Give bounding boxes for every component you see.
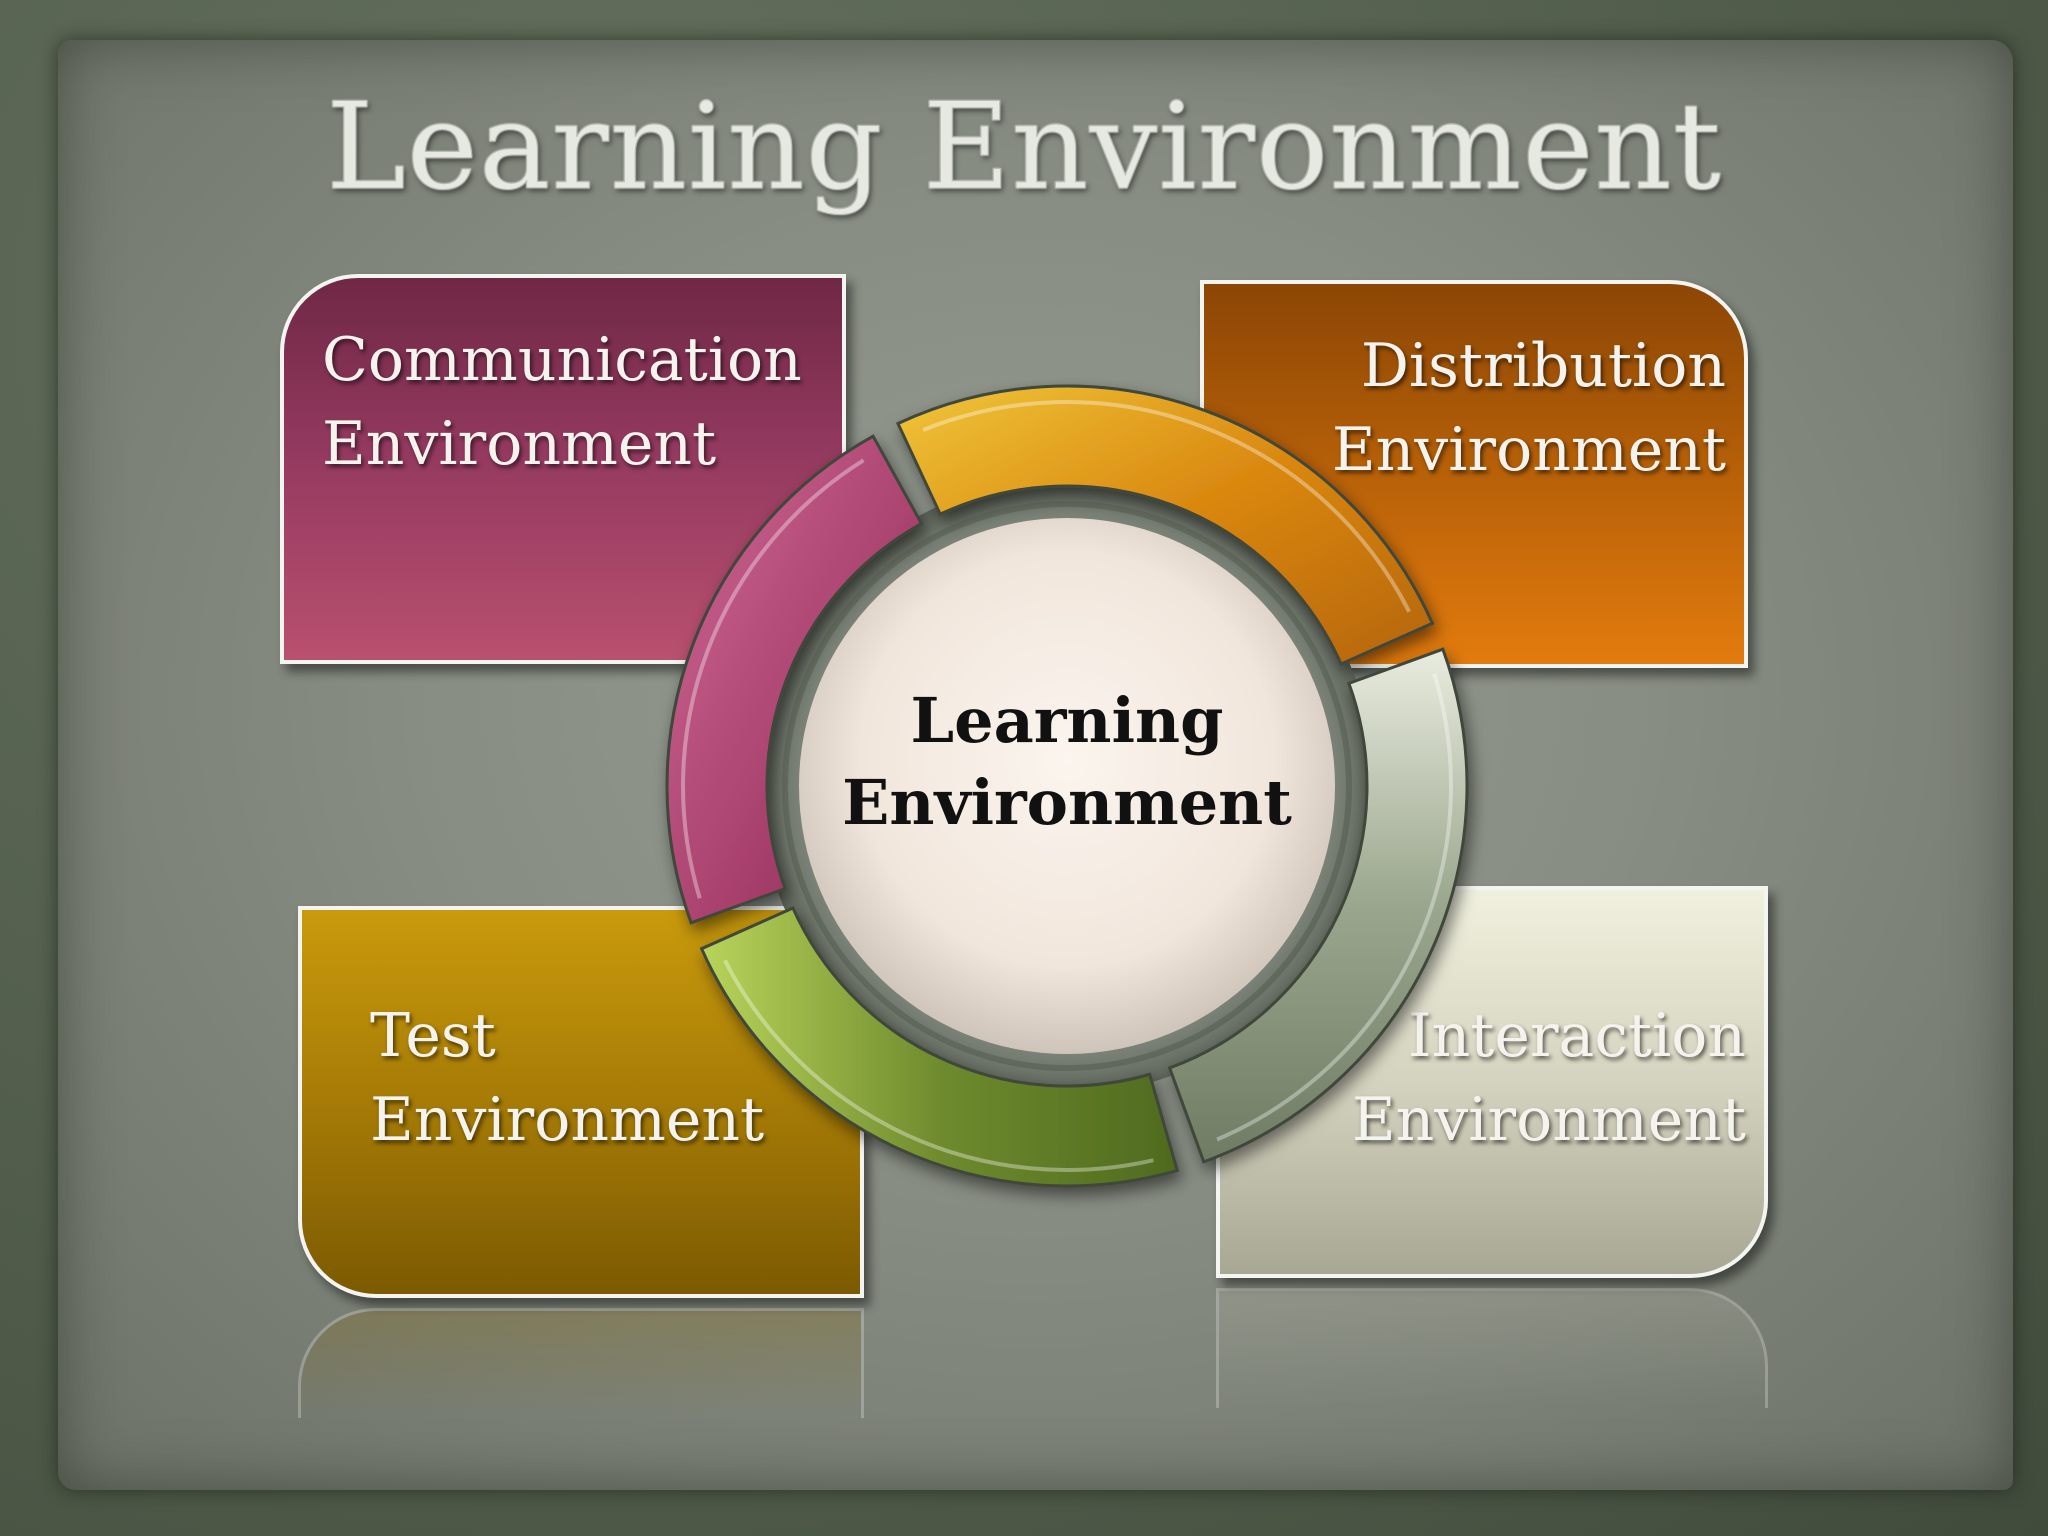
test-box-label: Test Environment — [370, 994, 764, 1162]
interaction-label-line1: Interaction — [1407, 1001, 1746, 1071]
communication-label-line2: Environment — [322, 409, 717, 479]
slide-title: Learning Environment — [326, 78, 1722, 218]
test-label-line1: Test — [370, 1001, 496, 1071]
interaction-box-label: Interaction Environment — [1352, 994, 1746, 1162]
test-label-line2: Environment — [370, 1085, 765, 1155]
distribution-environment-box: Distribution Environment — [1200, 280, 1748, 668]
distribution-label-line2: Environment — [1331, 415, 1726, 485]
communication-label-line1: Communication — [322, 325, 802, 395]
hub-label-line2: Environment — [842, 766, 1292, 839]
communication-environment-box: Communication Environment — [280, 274, 846, 664]
interaction-environment-box: Interaction Environment — [1216, 886, 1768, 1278]
hub-label-line1: Learning — [910, 684, 1224, 757]
distribution-label-line1: Distribution — [1360, 331, 1726, 401]
communication-box-label: Communication Environment — [322, 318, 802, 486]
test-box-reflection — [298, 1308, 864, 1418]
interaction-label-line2: Environment — [1351, 1085, 1746, 1155]
distribution-box-label: Distribution Environment — [1332, 324, 1726, 492]
hub-label: Learning Environment — [800, 680, 1334, 844]
test-environment-box: Test Environment — [298, 906, 864, 1298]
interaction-box-reflection — [1216, 1288, 1768, 1408]
